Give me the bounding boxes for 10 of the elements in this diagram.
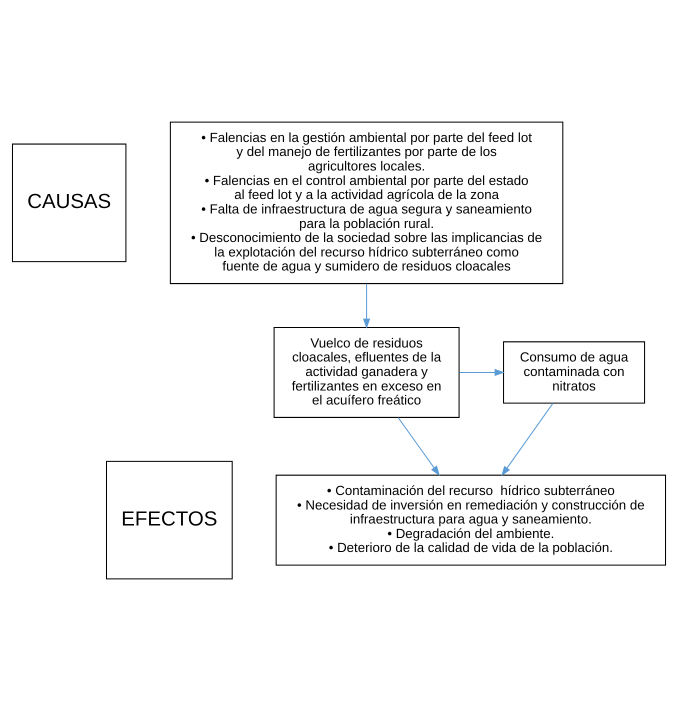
node-box: • Falencias en la gestión ambiental por parte del feed lot y del manejo de fertilizantes por parte de los agricultores locales. • Falencias en el control ambiental por parte del estado al feed lot y a la actividad agrícola de la zona • Falta de infraestructura de agua segura y saneamiento para la población rural. • Desconocimiento de la sociedad sobre las implicancias de la explotación del recurso hídrico subterráneo como fuente de agua y sumidero de residuos cloacales (170, 122, 564, 284)
node-box: • Contaminación del recurso hídrico subterráneo • Necesidad de inversión en remediación y construcción de infraestructura para agua y saneamiento. • Degradación del ambiente. • Deterioro de la calidad de vida de la población. (276, 474, 666, 566)
arrow (363, 284, 370, 329)
arrow (459, 368, 505, 376)
arrow (501, 403, 554, 476)
node-box: CAUSAS (12, 144, 126, 262)
node-box: Consumo de agua contaminada con nitratos (503, 341, 646, 404)
node-box: EFECTOS (106, 460, 233, 580)
node-box: Vuelco de residuos cloacales, efluentes de la actividad ganadera y fertilizantes en exceso en el acuífero freático (274, 327, 460, 418)
arrow (398, 417, 440, 476)
